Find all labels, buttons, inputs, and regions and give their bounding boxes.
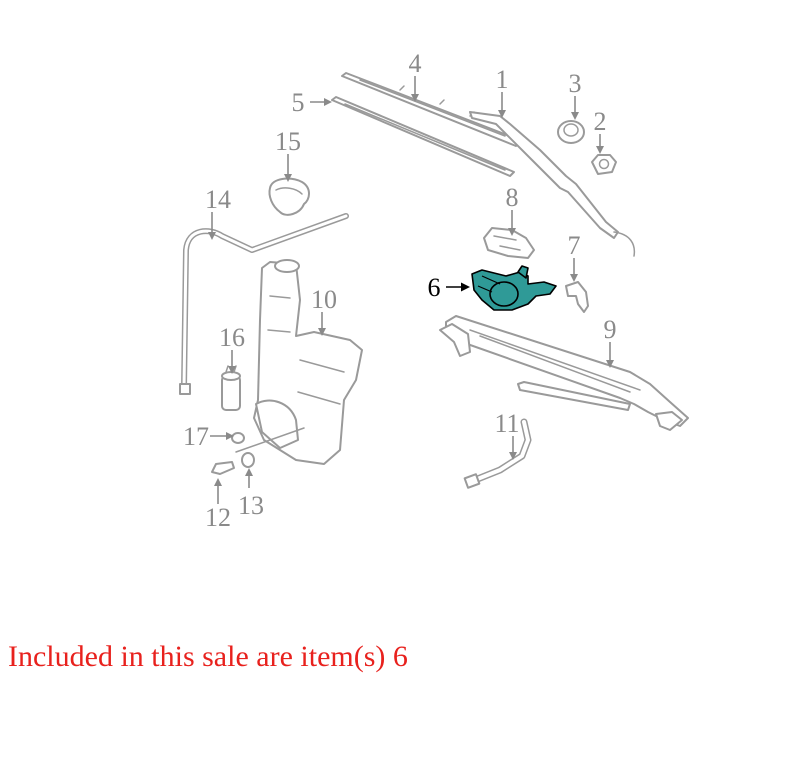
callout-7: 7 (568, 231, 581, 260)
part-4-wiper-blade (341, 72, 521, 147)
callout-11: 11 (494, 409, 519, 438)
callout-2: 2 (594, 107, 607, 136)
callout-9: 9 (604, 315, 617, 344)
part-3-nut-cap (557, 120, 585, 144)
callout-15: 15 (275, 127, 301, 156)
callout-16: 16 (219, 323, 245, 352)
wiper-parts-diagram: 1 2 3 4 5 6 7 8 9 10 11 12 13 14 15 16 1… (179, 49, 689, 532)
part-14-washer-tube (179, 213, 349, 395)
part-10-reservoir (235, 259, 363, 465)
part-2-nut (591, 154, 617, 175)
callout-8: 8 (506, 183, 519, 212)
sale-caption: Included in this sale are item(s) 6 (8, 640, 408, 673)
callout-5: 5 (292, 88, 305, 117)
callout-leaders (208, 76, 614, 504)
callout-14: 14 (205, 185, 231, 214)
part-6-wiper-motor (471, 265, 557, 311)
part-17-grommet (231, 432, 245, 444)
callout-13: 13 (238, 491, 264, 520)
part-16-pump (221, 365, 241, 411)
callout-4: 4 (409, 49, 422, 78)
part-7-clip (565, 281, 589, 313)
callout-labels: 1 2 3 4 5 6 7 8 9 10 11 12 13 14 15 16 1… (183, 49, 617, 532)
callout-1: 1 (496, 65, 509, 94)
callout-17: 17 (183, 422, 209, 451)
part-12-fitting (211, 461, 235, 475)
part-9-linkage (439, 315, 689, 431)
callout-12: 12 (205, 503, 231, 532)
part-1-wiper-arm (469, 111, 636, 257)
part-5-blade-insert (331, 96, 515, 177)
part-11-hose (463, 418, 532, 489)
part-15-grommet (268, 177, 310, 216)
callout-3: 3 (569, 69, 582, 98)
part-8-nozzle (483, 227, 535, 259)
callout-6: 6 (428, 273, 441, 302)
part-13-cap (241, 452, 255, 468)
callout-10: 10 (311, 285, 337, 314)
